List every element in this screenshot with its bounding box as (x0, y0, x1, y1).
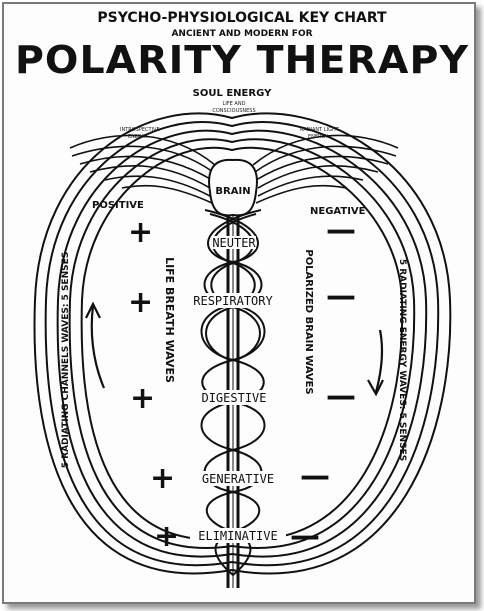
chart-title: POLARITY THERAPY (15, 38, 469, 82)
left-radiating-waves-label: 5 RADIATING CHANNELS WAVES: 5 SENSES (61, 252, 71, 468)
plus-sign-1: + (128, 215, 153, 250)
chart-subtitle-2: ANCIENT AND MODERN FOR (171, 29, 312, 39)
outer-energy-loop (33, 112, 452, 575)
negative-label: NEGATIVE (310, 206, 366, 217)
minus-sign-4: — (300, 459, 330, 494)
center-neuter: NEUTER (212, 236, 256, 250)
plus-sign-2: + (128, 285, 153, 320)
soul-sub-1: LIFE AND (223, 101, 246, 107)
plus-sign-4: + (150, 461, 175, 496)
right-wing-label-1: RADIANT LIGHT (300, 127, 340, 133)
soul-energy-label: SOUL ENERGY (193, 88, 272, 99)
left-wing-label-2: ENERGY (128, 134, 149, 140)
life-breath-waves-label: LIFE BREATH WAVES (163, 257, 176, 383)
center-eliminative: ELIMINATIVE (198, 529, 277, 543)
minus-sign-5: — (290, 519, 320, 554)
neuter-bg (212, 236, 256, 249)
right-radiating-waves-label: 5 RADIATING ENERGY WAVES: 5 SENSES (397, 259, 407, 461)
positive-label: POSITIVE (92, 200, 144, 211)
minus-sign-3: — (326, 379, 356, 414)
center-brain: BRAIN (215, 186, 250, 197)
generative-bg (190, 471, 286, 486)
left-up-arrow (85, 301, 106, 389)
minus-sign-2: — (326, 279, 356, 314)
chart-subtitle: PSYCHO-PHYSIOLOGICAL KEY CHART (97, 10, 387, 26)
center-respiratory: RESPIRATORY (193, 294, 273, 308)
left-wing-label-1: INTROSPECTIVE (120, 127, 160, 133)
right-wing (252, 134, 399, 204)
eliminative-bg (190, 528, 286, 543)
center-generative: GENERATIVE (202, 472, 274, 486)
plus-sign-3: + (130, 381, 155, 416)
soul-sub-2: CONSCIOUSNESS (212, 108, 255, 114)
right-wing-label-2: ENERGY (308, 134, 329, 140)
digestive-bg (197, 390, 271, 405)
right-down-arrow (367, 329, 384, 397)
polarized-brain-waves-label: POLARIZED BRAIN WAVES (303, 249, 314, 394)
center-digestive: DIGESTIVE (201, 391, 266, 405)
brain-shape (208, 158, 258, 217)
respiratory-bg (186, 293, 280, 308)
minus-sign-1: — (326, 213, 356, 248)
plus-sign-5: + (154, 519, 179, 554)
left-wing (69, 134, 216, 204)
